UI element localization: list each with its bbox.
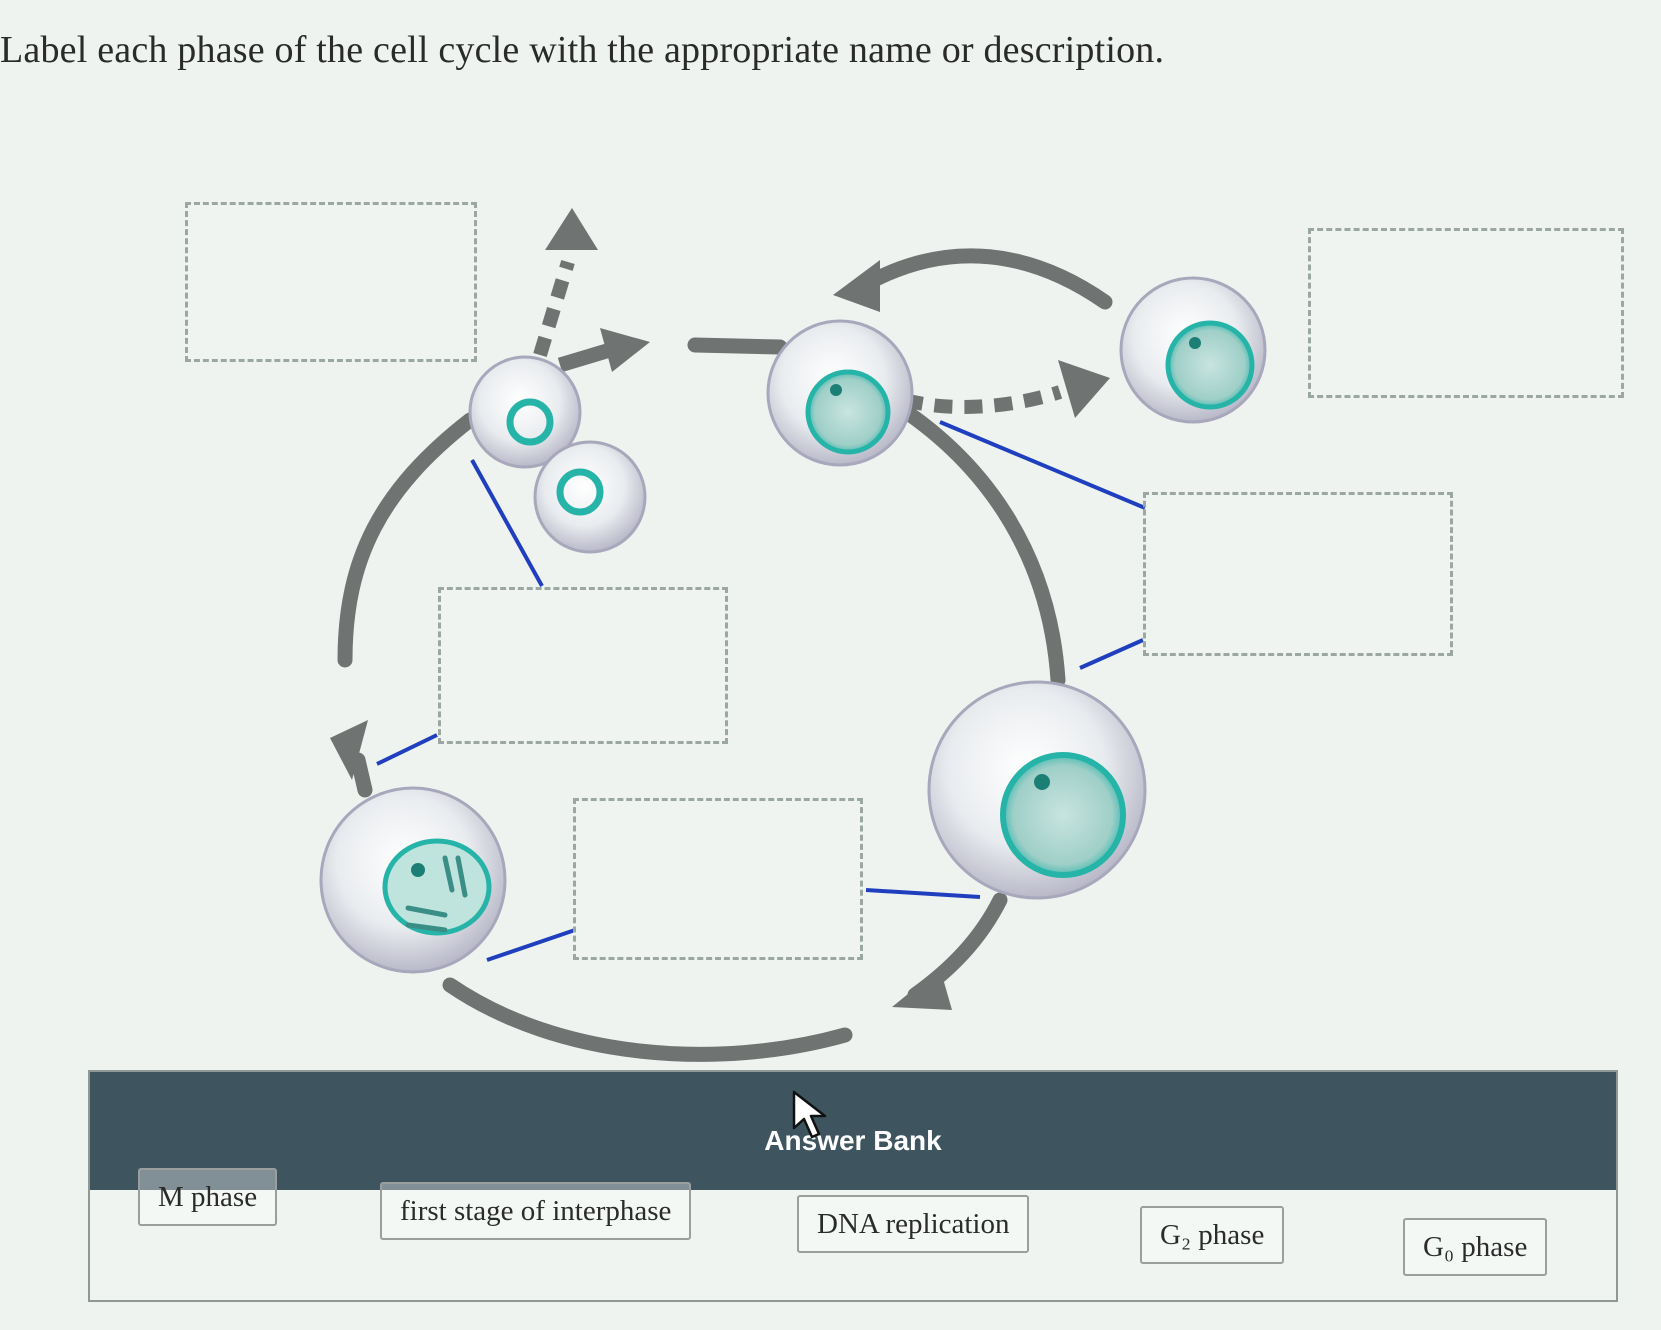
answer-chip-label: M phase <box>158 1180 258 1213</box>
arrow-to-right <box>557 342 613 373</box>
arrowhead-g0-icon <box>833 260 880 312</box>
arrowhead-up-left-icon <box>330 720 368 780</box>
answer-chip-g2-phase[interactable]: G₂ phase <box>1140 1206 1285 1264</box>
arrowhead-dashed-icon <box>1058 360 1110 418</box>
answer-chip-label: G₂ phase <box>1160 1218 1265 1251</box>
answer-chip-first-stage-of-interphase[interactable]: first stage of interphase <box>380 1182 692 1240</box>
cycle-arc-left <box>337 412 478 668</box>
dashed-paths <box>533 259 1063 414</box>
cycle-arc-g0-return <box>862 248 1113 310</box>
instruction-text: Label each phase of the cell cycle with … <box>0 29 1165 71</box>
arrow-heads <box>330 208 1110 1010</box>
arrowhead-up-icon <box>545 208 598 250</box>
cycle-arc-lower-left <box>350 752 373 798</box>
answer-chip-label: first stage of interphase <box>400 1194 672 1227</box>
answer-bank: Answer Bank M phase first stage of inter… <box>88 1070 1618 1302</box>
cell-mitosis <box>319 786 507 974</box>
answer-chip-label: DNA replication <box>817 1207 1010 1240</box>
cycle-arc-right <box>872 387 1066 688</box>
drop-zone-bottom-center[interactable] <box>573 798 863 960</box>
leader-lines <box>376 420 1146 962</box>
cycle-arc-top <box>687 337 788 355</box>
arrowhead-top-right-icon <box>600 328 650 372</box>
cycle-arc-bottom <box>442 977 853 1062</box>
arrowhead-lower-right-icon <box>892 968 952 1010</box>
answer-chip-m-phase[interactable]: M phase <box>138 1168 278 1226</box>
drop-zone-top-left[interactable] <box>185 202 477 362</box>
cell-g0 <box>1119 276 1267 424</box>
answer-chip-dna-replication[interactable]: DNA replication <box>797 1195 1030 1253</box>
answer-bank-header: Answer Bank <box>90 1072 1616 1190</box>
cell-g1 <box>766 319 914 467</box>
drop-zone-right-middle[interactable] <box>1143 492 1453 656</box>
answer-chip-label: G₀ phase <box>1423 1230 1528 1263</box>
drop-zone-center[interactable] <box>438 587 728 744</box>
answer-chip-g0-phase[interactable]: G₀ phase <box>1403 1218 1548 1276</box>
cycle-arrows <box>337 248 1113 1062</box>
cell-g2 <box>927 680 1147 900</box>
mouse-pointer-icon <box>792 1090 827 1139</box>
drop-zone-top-right[interactable] <box>1308 228 1624 398</box>
answer-bank-title: Answer Bank <box>764 1125 942 1156</box>
cell-dividing-top <box>468 355 647 554</box>
